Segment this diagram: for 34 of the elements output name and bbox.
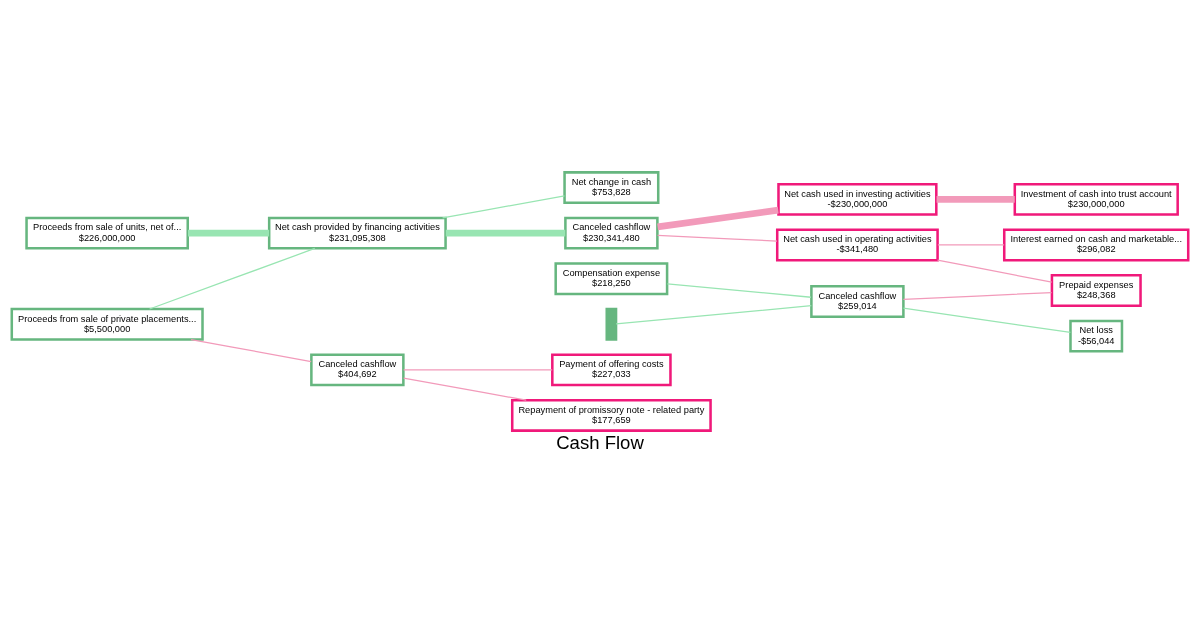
node-box: Compensation expense $218,250 <box>554 262 669 296</box>
node-box: Canceled cashflow $259,014 <box>810 285 905 318</box>
node-box: Investment of cash into trust account $230,000,000 <box>1013 182 1179 216</box>
connector <box>403 377 527 401</box>
node-box: Canceled cashflow $230,341,480 <box>564 216 659 250</box>
connector <box>403 369 553 371</box>
node-box: Proceeds from sale of private placements... $5,500,000 <box>10 307 204 341</box>
node-bar <box>605 307 618 341</box>
diagram-title: Cash Flow <box>556 431 644 453</box>
node-box: Proceeds from sale of units, net of... $226,000,000 <box>25 216 189 250</box>
connector <box>902 307 1072 334</box>
node-box: Canceled cashflow $404,692 <box>310 353 405 387</box>
connector <box>188 229 270 237</box>
connector <box>615 305 812 325</box>
connector <box>445 229 566 237</box>
connector <box>657 206 779 231</box>
node-box: Prepaid expenses $248,368 <box>1050 274 1142 307</box>
node-box: Payment of offering costs $227,033 <box>551 353 672 387</box>
connector <box>937 244 1005 246</box>
connector <box>902 291 1053 301</box>
connector <box>657 234 778 242</box>
connector <box>936 259 1053 283</box>
node-box: Net cash used in operating activities -$341,480 <box>775 228 939 262</box>
connector <box>666 283 812 298</box>
node-box: Interest earned on cash and marketable... $296,082 <box>1002 228 1190 262</box>
node-box: Repayment of promissory note - related party $177,659 <box>510 398 712 432</box>
node-box: Net loss -$56,044 <box>1069 319 1124 353</box>
node-box: Net change in cash $753,828 <box>563 171 660 205</box>
connector <box>441 195 566 219</box>
connector <box>936 196 1015 203</box>
connector <box>190 338 312 363</box>
node-box: Net cash used in investing activities -$230,000,000 <box>777 182 938 216</box>
node-box: Net cash provided by financing activities $231,095,308 <box>267 216 447 250</box>
connector <box>148 247 316 310</box>
